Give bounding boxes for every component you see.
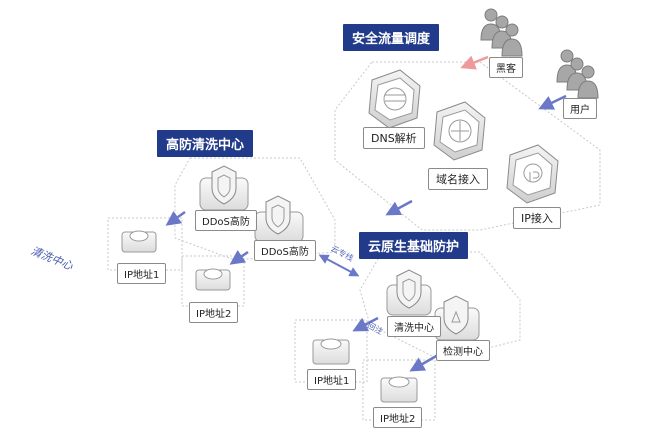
ip-box-icon [380,376,418,403]
hacker-traffic-arrow [460,55,489,70]
ddos-to-ip1-arrow [165,210,186,226]
user-traffic-arrow [538,94,567,110]
cloud-native-protection-header: 云原生基础防护 [359,232,469,259]
security-dispatch-header: 安全流量调度 [343,24,440,51]
ddos-label: DDoS高防 [254,240,316,261]
zone-security-dispatch [334,61,601,231]
domain-access-label: 域名接入 [428,168,488,190]
dispatch-to-cloud-arrow [385,199,413,216]
user-label: 用户 [563,98,597,119]
hacker-icon [480,8,523,57]
ddos-to-ip2-arrow [229,250,249,265]
dns-label: DNS解析 [363,127,425,149]
scrub-shield-icon [386,269,432,316]
ip-address-label: IP地址1 [307,369,357,390]
detect-to-ip2-arrow [409,353,439,372]
high-defense-center-header: 高防清洗中心 [157,130,254,157]
scrub-center-label: 清洗中心 [387,316,441,337]
detect-center-label: 检测中心 [436,340,490,361]
ip-box-icon [195,268,231,291]
ip-address-label: IP地址1 [117,263,167,284]
ip-address-label: IP地址2 [189,302,239,323]
ip-address-label: IP地址2 [373,407,423,428]
dns-hex-icon [368,69,421,129]
user-icon [556,49,599,99]
ddos-shield-icon [199,165,249,211]
ip-access-label: IP接入 [513,207,561,229]
hacker-label: 黑客 [489,57,523,78]
ip-box-icon [312,338,350,365]
ddos-shield-icon [254,195,304,243]
dedicated-line-arrow [318,254,360,277]
ip-hex-icon [506,144,559,204]
detect-shield-icon [434,295,480,341]
zone-high-defense [107,157,336,307]
domain-hex-icon [433,101,486,161]
scrub-to-ip1-arrow [352,316,379,332]
ddos-label: DDoS高防 [195,210,257,231]
ip-box-icon [121,230,157,253]
